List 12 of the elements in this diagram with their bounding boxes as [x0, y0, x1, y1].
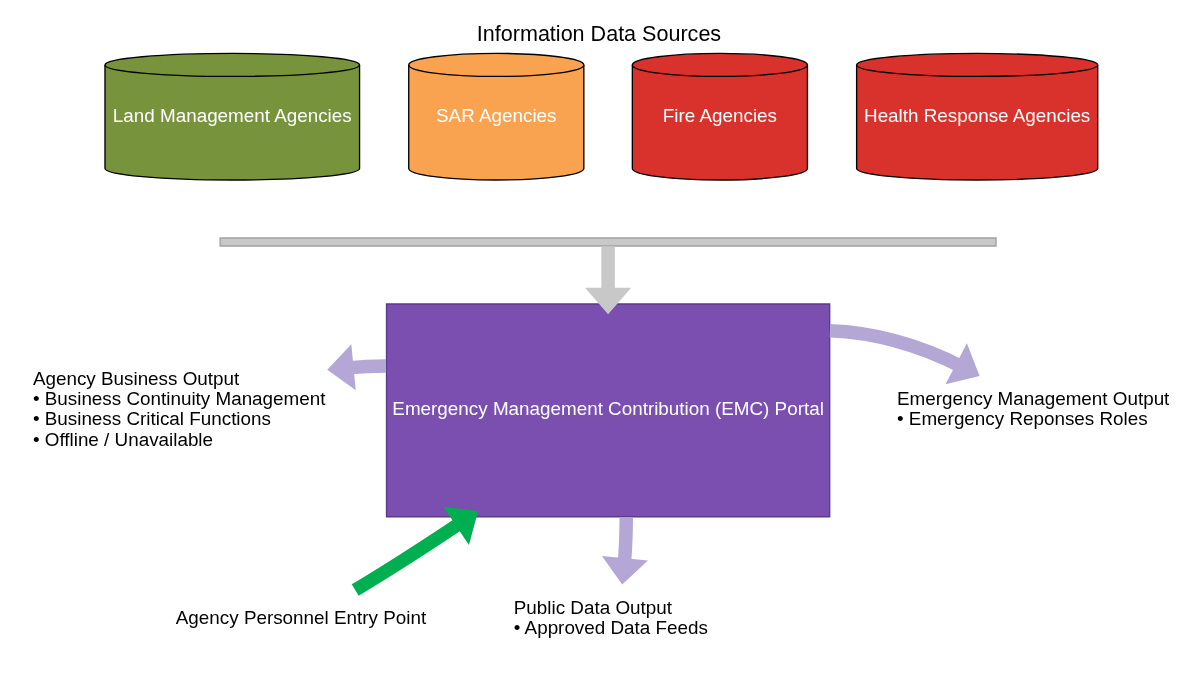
arrow	[601, 517, 648, 585]
node-text: Public Data Output • Approved Data Feeds	[513, 597, 708, 639]
arrow	[351, 506, 479, 596]
node-text: Agency Personnel Entry Point	[175, 607, 427, 629]
node-text: Emergency Management Output • Emergency Reponses Roles	[897, 388, 1170, 430]
node-bar	[219, 237, 997, 247]
node-text: Agency Business Output • Business Continuity Management • Business Critical Functions • Offline / Unavailable	[32, 368, 326, 450]
node-box: Emergency Management Contribution (EMC) Portal	[385, 303, 831, 518]
arrow	[327, 344, 387, 391]
arrow	[585, 246, 632, 315]
arrow	[829, 324, 980, 385]
diagram-title: Information Data Sources	[476, 21, 722, 47]
